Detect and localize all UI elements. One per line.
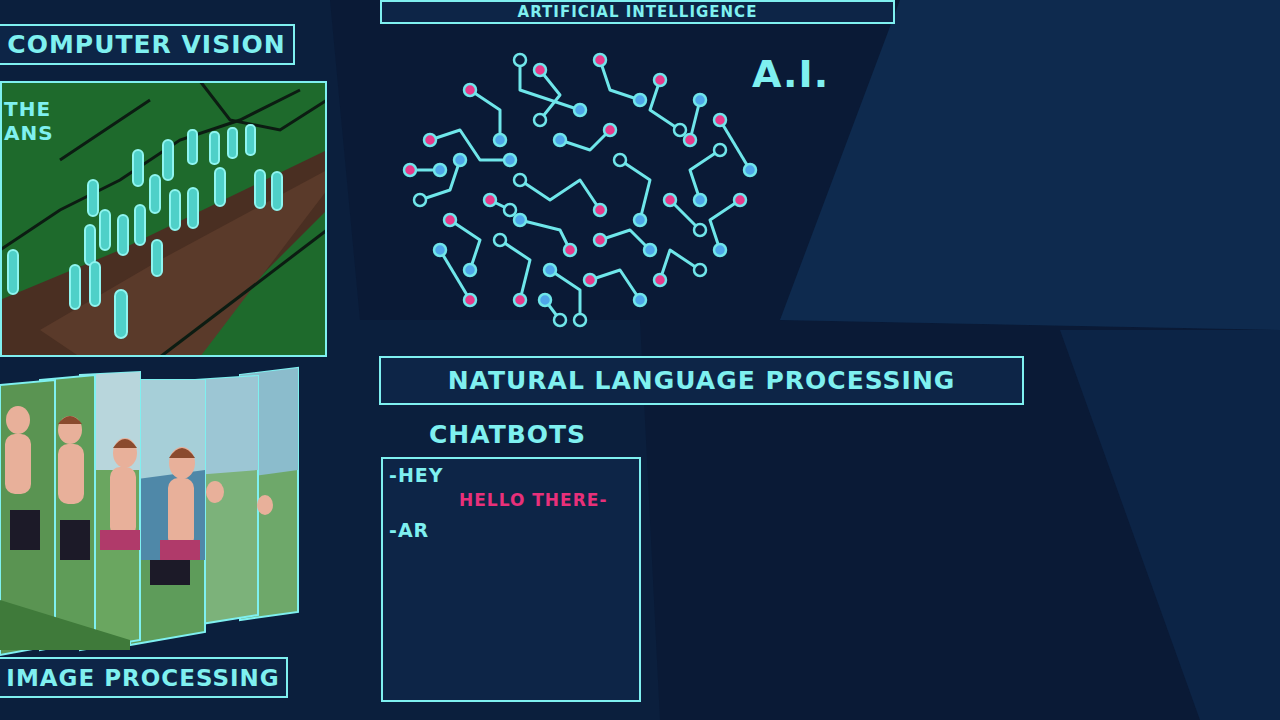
ai-label: A.I. <box>752 52 829 96</box>
node-title: NATURAL LANGUAGE PROCESSING <box>448 366 956 395</box>
chat-line: HELLO THERE- <box>459 490 607 510</box>
bg-shape <box>1060 330 1280 720</box>
circuit-brain <box>410 60 750 320</box>
map-illustration <box>0 81 327 357</box>
circuit-dots <box>404 54 756 326</box>
title-box: COMPUTER VISION <box>0 24 295 65</box>
node-title: IMAGE PROCESSING <box>6 665 279 691</box>
title-box: NATURAL LANGUAGE PROCESSING <box>379 356 1024 405</box>
node-title: ARTIFICIAL INTELLIGENCE <box>518 3 758 21</box>
image-frames <box>0 368 298 655</box>
node-title: COMPUTER VISION <box>7 30 285 59</box>
bg-shape <box>780 0 1280 330</box>
node-title: CHATBOTS <box>429 420 586 449</box>
image-panel: THE ANS <box>0 81 327 357</box>
chat-panel: CHATBOTS -HEY HELLO THERE- -AR <box>381 418 641 702</box>
node-title: THE ANS <box>4 97 60 145</box>
title-box: ARTIFICIAL INTELLIGENCE <box>380 0 895 24</box>
chat-line: -HEY <box>389 464 444 486</box>
title-box: IMAGE PROCESSING <box>0 657 288 698</box>
bg-shape <box>330 0 1280 720</box>
chat-line: -AR <box>389 519 429 541</box>
